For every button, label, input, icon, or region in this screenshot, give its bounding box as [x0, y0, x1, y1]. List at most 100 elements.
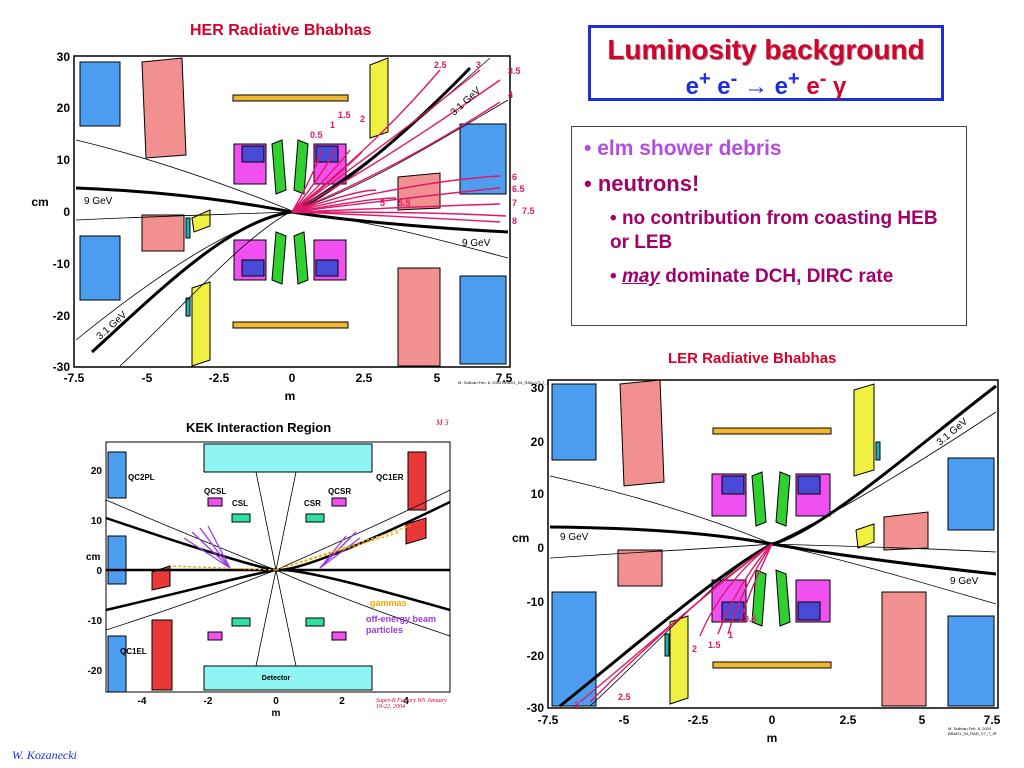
ler-y-label: cm: [512, 531, 529, 545]
kek-x-label: m: [272, 708, 281, 719]
svg-text:6: 6: [512, 172, 517, 182]
svg-text:2.5: 2.5: [434, 60, 447, 70]
svg-text:-10: -10: [88, 616, 103, 627]
her-magnet-block: [459, 123, 507, 195]
svg-text:QC1EL: QC1EL: [120, 647, 147, 656]
kek-corner-note: M 3: [436, 418, 449, 427]
her-x-ticks: -7.5 -5 -2.5 0 2.5 5 7.5: [64, 371, 513, 385]
svg-text:10: 10: [91, 516, 103, 527]
svg-text:7.5: 7.5: [984, 713, 1001, 727]
svg-text:0: 0: [289, 371, 296, 385]
svg-text:-4: -4: [138, 696, 147, 707]
svg-text:7: 7: [512, 198, 517, 208]
her-small-block: [185, 217, 191, 239]
her-magnet-block: [141, 214, 185, 252]
kek-gamma-tracks: [171, 525, 411, 571]
svg-text:-20: -20: [88, 666, 103, 677]
svg-text:2.5: 2.5: [840, 713, 857, 727]
svg-text:QCSR: QCSR: [328, 487, 351, 496]
kek-offenergy-tracks: [183, 525, 361, 569]
her-magnet-block: [141, 57, 187, 159]
kek-y-ticks: 20 10 0 -10 -20: [88, 466, 103, 677]
bullet-neutrons: • neutrons!: [584, 171, 700, 196]
her-magnet-block: [459, 275, 507, 365]
her-magnet-block: [369, 57, 389, 139]
svg-text:0: 0: [96, 566, 102, 577]
svg-text:20: 20: [91, 466, 103, 477]
author-credit: W. Kozanecki: [12, 748, 77, 762]
ler-beam-label: 9 GeV: [950, 576, 979, 587]
svg-text:2: 2: [339, 696, 345, 707]
kek-legend-offenergy: off-energy beam particles: [366, 614, 437, 635]
svg-text:5: 5: [380, 198, 385, 208]
her-plot: -7.5 -5 -2.5 0 2.5 5 7.5 30 20 10 0 -10 …: [31, 50, 551, 403]
svg-text:1.5: 1.5: [338, 110, 351, 120]
ler-x-label: m: [767, 731, 778, 745]
her-x-label: m: [285, 389, 296, 403]
her-small-block: [185, 297, 191, 317]
svg-text:-20: -20: [527, 649, 545, 663]
ler-plot: -7.5 -5 -2.5 0 2.5 5 7.5 30 20 10 0 -10 …: [512, 379, 1001, 745]
svg-text:QCSL: QCSL: [204, 487, 226, 496]
kek-x-ticks: -4 -2 0 2 4: [138, 696, 410, 707]
slide-title-box: Luminosity background e+ e- → e+ e- γ: [588, 25, 944, 101]
svg-text:-7.5: -7.5: [64, 371, 85, 385]
svg-text:CSL: CSL: [232, 499, 248, 508]
kek-plot-title: KEK Interaction Region: [186, 420, 332, 435]
svg-text:2.5: 2.5: [356, 371, 373, 385]
svg-text:-10: -10: [527, 595, 545, 609]
svg-text:10: 10: [57, 153, 71, 167]
svg-text:8: 8: [512, 216, 517, 226]
svg-text:7.5: 7.5: [496, 371, 513, 385]
kek-y-label: cm: [86, 552, 101, 563]
svg-text:5.5: 5.5: [398, 198, 411, 208]
svg-text:3.5: 3.5: [508, 66, 521, 76]
svg-text:20: 20: [531, 435, 545, 449]
svg-text:30: 30: [531, 381, 545, 395]
her-plot-title: HER Radiative Bhabhas: [190, 22, 372, 39]
ler-tracks: [579, 543, 773, 703]
her-energy-labels: 0.5 1 1.5 2 2.5 3 3.5 4 5 5.5 6 6.5 7 7.…: [310, 60, 535, 226]
ler-footnote: M. Sullivan Feb. 8, 2004 BRAD1_04_RAD_V7…: [948, 726, 997, 736]
kek-plot: QC2PL QC1ER QCSL CSL CSR QCSR QC1EL Dete…: [86, 441, 451, 719]
her-magnet-block: [191, 281, 211, 367]
svg-text:4: 4: [508, 90, 513, 100]
svg-text:3: 3: [574, 700, 579, 710]
bullet-may-dominate: • may dominate DCH, DIRC rate: [610, 266, 894, 287]
svg-text:0.5: 0.5: [310, 130, 323, 140]
svg-text:-5: -5: [142, 371, 153, 385]
kek-legend-gammas: gammas: [370, 598, 407, 608]
ler-plot-title: LER Radiative Bhabhas: [668, 350, 837, 367]
svg-text:-30: -30: [527, 701, 545, 715]
svg-text:-20: -20: [53, 309, 71, 323]
svg-text:Detector: Detector: [262, 675, 291, 682]
svg-text:QC1ER: QC1ER: [376, 473, 404, 482]
svg-text:30: 30: [57, 50, 71, 64]
svg-text:-2.5: -2.5: [688, 713, 709, 727]
svg-text:-2: -2: [204, 696, 213, 707]
svg-text:-10: -10: [53, 257, 71, 271]
svg-text:1.5: 1.5: [708, 640, 721, 650]
svg-text:-7.5: -7.5: [538, 713, 559, 727]
svg-text:0: 0: [273, 696, 279, 707]
svg-text:0: 0: [63, 205, 70, 219]
svg-text:0: 0: [537, 541, 544, 555]
her-magnet-block: [79, 235, 121, 301]
svg-text:0: 0: [769, 713, 776, 727]
svg-text:QC2PL: QC2PL: [128, 473, 155, 482]
bullet-box: • elm shower debris • neutrons! • no con…: [571, 126, 967, 326]
svg-text:5: 5: [434, 371, 441, 385]
her-magnet-block: [191, 209, 211, 233]
svg-text:10: 10: [531, 487, 545, 501]
svg-text:1: 1: [728, 630, 733, 640]
svg-text:3: 3: [476, 60, 481, 70]
svg-text:-30: -30: [53, 360, 71, 374]
her-magnet-block: [79, 61, 121, 127]
her-beam-label: 9 GeV: [84, 196, 113, 207]
svg-text:5: 5: [919, 713, 926, 727]
her-y-ticks: 30 20 10 0 -10 -20 -30: [53, 50, 71, 374]
svg-text:1: 1: [330, 120, 335, 130]
svg-text:2: 2: [360, 114, 365, 124]
svg-text:-2.5: -2.5: [209, 371, 230, 385]
kek-detector-block: [203, 665, 373, 691]
